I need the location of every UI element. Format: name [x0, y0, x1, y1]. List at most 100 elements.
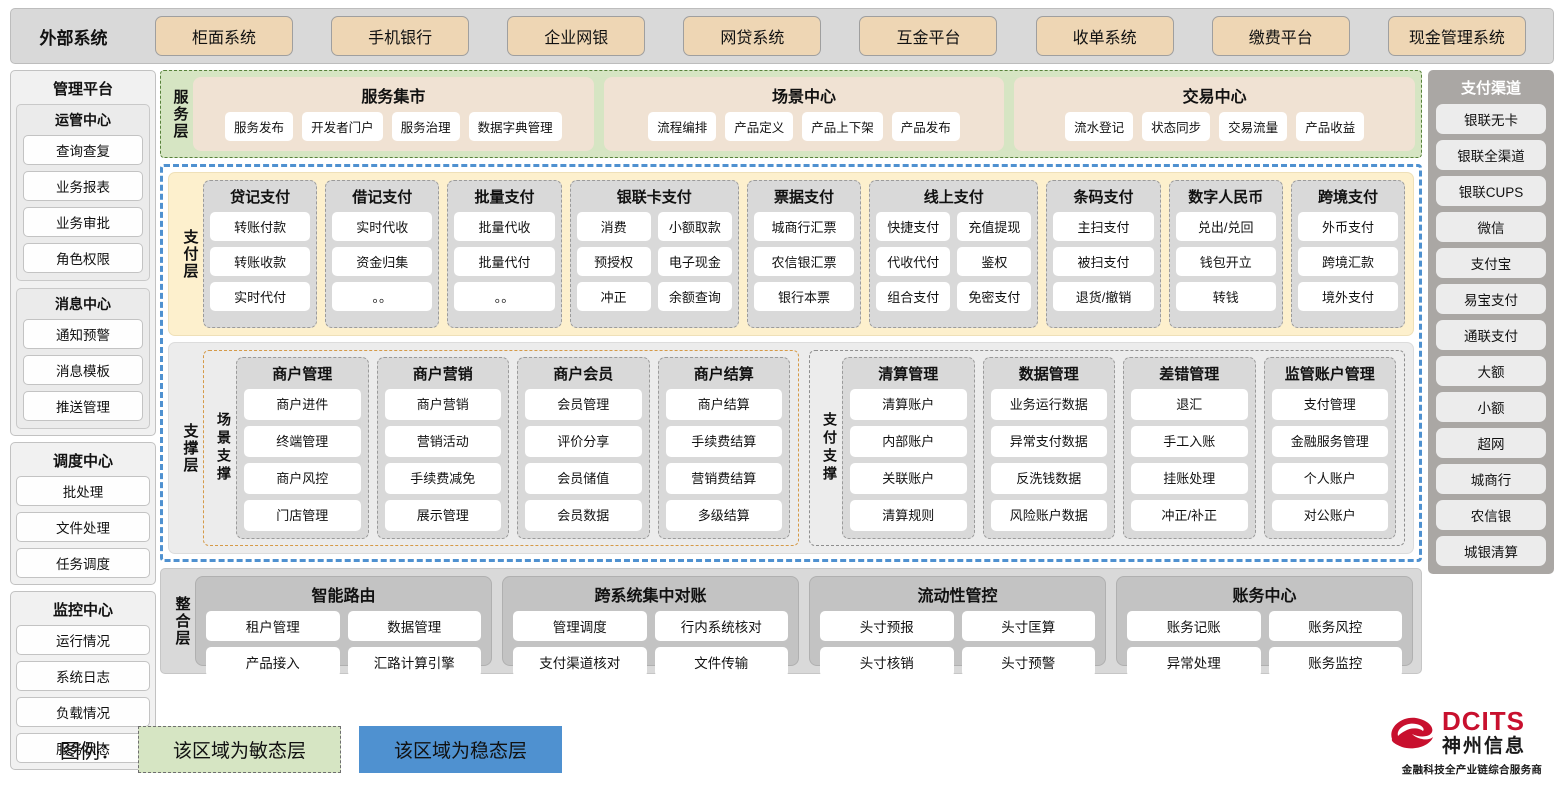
service-item[interactable]: 产品定义 — [725, 112, 794, 141]
support-item[interactable]: 支付管理 — [1271, 389, 1388, 420]
payment-item[interactable]: 电子现金 — [657, 247, 732, 276]
service-item[interactable]: 产品上下架 — [802, 112, 883, 141]
integration-item[interactable]: 头寸预报 — [820, 611, 954, 641]
payment-item[interactable]: 批量代付 — [454, 247, 555, 276]
payment-channel-item[interactable]: 支付宝 — [1436, 248, 1546, 278]
support-item[interactable]: 商户风控 — [244, 463, 361, 494]
support-item[interactable]: 个人账户 — [1271, 463, 1388, 494]
payment-item[interactable]: 实时代收 — [332, 212, 433, 241]
payment-channel-item[interactable]: 易宝支付 — [1436, 284, 1546, 314]
support-item[interactable]: 会员储值 — [525, 463, 642, 494]
support-item[interactable]: 会员数据 — [525, 500, 642, 531]
integration-item[interactable]: 支付渠道核对 — [513, 647, 647, 677]
payment-item[interactable]: 转账付款 — [210, 212, 311, 241]
payment-item[interactable]: 钱包开立 — [1175, 247, 1276, 276]
payment-channel-item[interactable]: 银联无卡 — [1436, 104, 1546, 134]
payment-item[interactable]: 跨境汇款 — [1297, 247, 1399, 276]
payment-item[interactable]: 退货/撤销 — [1053, 282, 1154, 311]
payment-channel-item[interactable]: 农信银 — [1436, 500, 1546, 530]
service-item[interactable]: 数据字典管理 — [468, 112, 562, 141]
management-item[interactable]: 通知预警 — [23, 319, 143, 349]
external-system-chip[interactable]: 企业网银 — [507, 16, 646, 56]
management-item[interactable]: 服务状态 — [16, 733, 150, 763]
payment-item[interactable]: 兑出/兑回 — [1175, 212, 1276, 241]
integration-item[interactable]: 账务风控 — [1268, 611, 1402, 641]
support-item[interactable]: 反洗钱数据 — [990, 463, 1107, 494]
integration-item[interactable]: 产品接入 — [206, 647, 340, 677]
external-system-chip[interactable]: 柜面系统 — [155, 16, 294, 56]
management-item[interactable]: 任务调度 — [16, 548, 150, 578]
service-item[interactable]: 流程编排 — [648, 112, 717, 141]
payment-item[interactable]: 转账收款 — [210, 247, 311, 276]
service-item[interactable]: 服务治理 — [391, 112, 460, 141]
support-item[interactable]: 手工入账 — [1131, 426, 1248, 457]
external-system-chip[interactable]: 缴费平台 — [1211, 16, 1350, 56]
integration-item[interactable]: 数据管理 — [347, 611, 481, 641]
support-item[interactable]: 评价分享 — [525, 426, 642, 457]
payment-item[interactable]: 转钱 — [1175, 282, 1276, 311]
support-item[interactable]: 终端管理 — [244, 426, 361, 457]
payment-channel-item[interactable]: 大额 — [1436, 356, 1546, 386]
external-system-chip[interactable]: 手机银行 — [331, 16, 470, 56]
management-item[interactable]: 系统日志 — [16, 661, 150, 691]
external-system-chip[interactable]: 现金管理系统 — [1387, 16, 1526, 56]
payment-channel-item[interactable]: 小额 — [1436, 392, 1546, 422]
integration-item[interactable]: 管理调度 — [513, 611, 647, 641]
support-item[interactable]: 商户结算 — [665, 389, 782, 420]
support-item[interactable]: 挂账处理 — [1131, 463, 1248, 494]
payment-item[interactable]: 。。 — [332, 282, 433, 311]
integration-item[interactable]: 头寸核销 — [820, 647, 954, 677]
integration-item[interactable]: 头寸预警 — [961, 647, 1095, 677]
payment-item[interactable]: 主扫支付 — [1053, 212, 1154, 241]
payment-channel-item[interactable]: 微信 — [1436, 212, 1546, 242]
integration-item[interactable]: 行内系统核对 — [654, 611, 788, 641]
support-item[interactable]: 业务运行数据 — [990, 389, 1107, 420]
payment-item[interactable]: 组合支付 — [876, 282, 951, 311]
integration-item[interactable]: 汇路计算引擎 — [347, 647, 481, 677]
service-item[interactable]: 产品收益 — [1296, 112, 1365, 141]
payment-item[interactable]: 境外支付 — [1297, 282, 1399, 311]
payment-item[interactable]: 余额查询 — [657, 282, 732, 311]
support-item[interactable]: 金融服务管理 — [1271, 426, 1388, 457]
management-item[interactable]: 查询查复 — [23, 135, 143, 165]
service-item[interactable]: 交易流量 — [1219, 112, 1288, 141]
payment-item[interactable]: 。。 — [454, 282, 555, 311]
integration-item[interactable]: 租户管理 — [206, 611, 340, 641]
payment-channel-item[interactable]: 通联支付 — [1436, 320, 1546, 350]
payment-item[interactable]: 鉴权 — [957, 247, 1032, 276]
payment-item[interactable]: 免密支付 — [957, 282, 1032, 311]
service-item[interactable]: 状态同步 — [1142, 112, 1211, 141]
payment-item[interactable]: 消费 — [576, 212, 651, 241]
support-item[interactable]: 异常支付数据 — [990, 426, 1107, 457]
management-item[interactable]: 消息模板 — [23, 355, 143, 385]
payment-item[interactable]: 实时代付 — [210, 282, 311, 311]
integration-item[interactable]: 文件传输 — [654, 647, 788, 677]
management-item[interactable]: 业务审批 — [23, 207, 143, 237]
support-item[interactable]: 冲正/补正 — [1131, 500, 1248, 531]
external-system-chip[interactable]: 网贷系统 — [683, 16, 822, 56]
support-item[interactable]: 风险账户数据 — [990, 500, 1107, 531]
management-item[interactable]: 文件处理 — [16, 512, 150, 542]
support-item[interactable]: 门店管理 — [244, 500, 361, 531]
service-item[interactable]: 产品发布 — [891, 112, 960, 141]
support-item[interactable]: 内部账户 — [850, 426, 967, 457]
management-item[interactable]: 业务报表 — [23, 171, 143, 201]
payment-item[interactable]: 银行本票 — [753, 282, 855, 311]
management-item[interactable]: 推送管理 — [23, 391, 143, 421]
support-item[interactable]: 清算账户 — [850, 389, 967, 420]
support-item[interactable]: 展示管理 — [384, 500, 501, 531]
support-item[interactable]: 手续费结算 — [665, 426, 782, 457]
management-item[interactable]: 角色权限 — [23, 243, 143, 273]
payment-item[interactable]: 充值提现 — [957, 212, 1032, 241]
payment-item[interactable]: 预授权 — [576, 247, 651, 276]
payment-item[interactable]: 批量代收 — [454, 212, 555, 241]
payment-item[interactable]: 冲正 — [576, 282, 651, 311]
external-system-chip[interactable]: 收单系统 — [1035, 16, 1174, 56]
integration-item[interactable]: 账务监控 — [1268, 647, 1402, 677]
support-item[interactable]: 营销活动 — [384, 426, 501, 457]
payment-channel-item[interactable]: 银联CUPS — [1436, 176, 1546, 206]
payment-channel-item[interactable]: 城商行 — [1436, 464, 1546, 494]
payment-item[interactable]: 资金归集 — [332, 247, 433, 276]
integration-item[interactable]: 账务记账 — [1127, 611, 1261, 641]
service-item[interactable]: 开发者门户 — [302, 112, 383, 141]
